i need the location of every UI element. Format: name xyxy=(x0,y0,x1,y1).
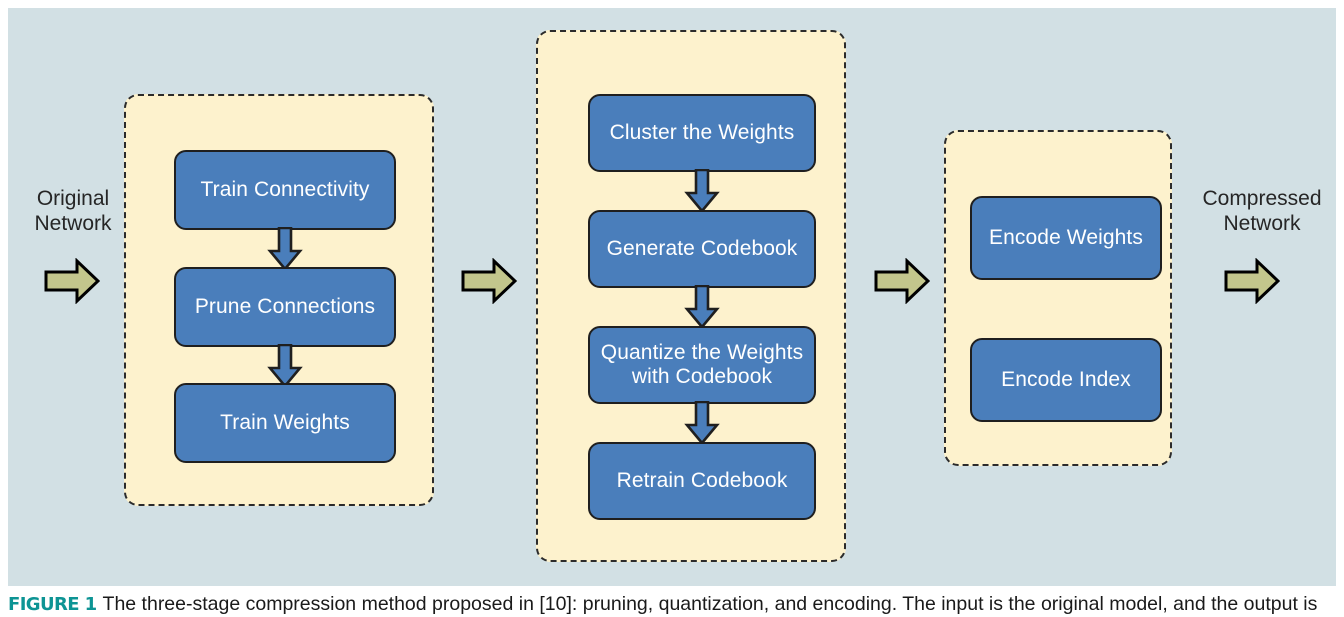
process-box-label-multiline: Quantize the Weights with Codebook xyxy=(601,341,803,389)
output-label-line1: Compressed xyxy=(1202,187,1322,210)
stage-transition-arrow-icon xyxy=(874,258,930,304)
output-arrow-icon xyxy=(1224,258,1280,304)
process-box-generate-codebook[interactable]: Generate Codebook xyxy=(588,210,816,288)
process-box-label: Prune Connections xyxy=(194,294,376,318)
input-label-line2: Network xyxy=(34,212,112,236)
process-box-label: Retrain Codebook xyxy=(616,468,788,492)
process-box-label-line2: with Codebook xyxy=(631,365,773,388)
input-label: Original Network xyxy=(14,186,132,236)
process-box-label: Encode Weights xyxy=(989,225,1143,249)
process-box-label: Train Weights xyxy=(220,410,350,434)
process-box-label: Train Connectivity xyxy=(200,177,370,201)
figure-caption-text: The three-stage compression method propo… xyxy=(102,593,1318,615)
figure-caption-label: FIGURE 1 xyxy=(8,594,97,615)
process-box-encode-index[interactable]: Encode Index xyxy=(970,338,1162,422)
output-label: Compressed Network xyxy=(1182,186,1342,236)
stage-transition-arrow-icon xyxy=(461,258,517,304)
process-box-cluster-weights[interactable]: Cluster the Weights xyxy=(588,94,816,172)
flow-arrow-down-icon xyxy=(684,285,720,329)
input-arrow-icon xyxy=(44,258,100,304)
process-box-label: Encode Index xyxy=(1001,367,1131,391)
flow-arrow-down-icon xyxy=(684,169,720,213)
process-box-quantize-weights[interactable]: Quantize the Weights with Codebook xyxy=(588,326,816,404)
process-box-train-weights[interactable]: Train Weights xyxy=(174,383,396,463)
input-label-line1: Original xyxy=(36,187,110,210)
figure-canvas: Original Network Train Connectivity Prun… xyxy=(8,8,1336,586)
process-box-encode-weights[interactable]: Encode Weights xyxy=(970,196,1162,280)
flow-arrow-down-icon xyxy=(267,227,303,271)
process-box-prune-connections[interactable]: Prune Connections xyxy=(174,267,396,347)
process-box-retrain-codebook[interactable]: Retrain Codebook xyxy=(588,442,816,520)
output-label-line2: Network xyxy=(1223,212,1301,236)
flow-arrow-down-icon xyxy=(684,401,720,445)
process-box-label: Generate Codebook xyxy=(606,236,798,260)
flow-arrow-down-icon xyxy=(267,344,303,388)
process-box-label: Cluster the Weights xyxy=(609,120,795,144)
process-box-train-connectivity[interactable]: Train Connectivity xyxy=(174,150,396,230)
process-box-label-line1: Quantize the Weights xyxy=(600,340,804,364)
